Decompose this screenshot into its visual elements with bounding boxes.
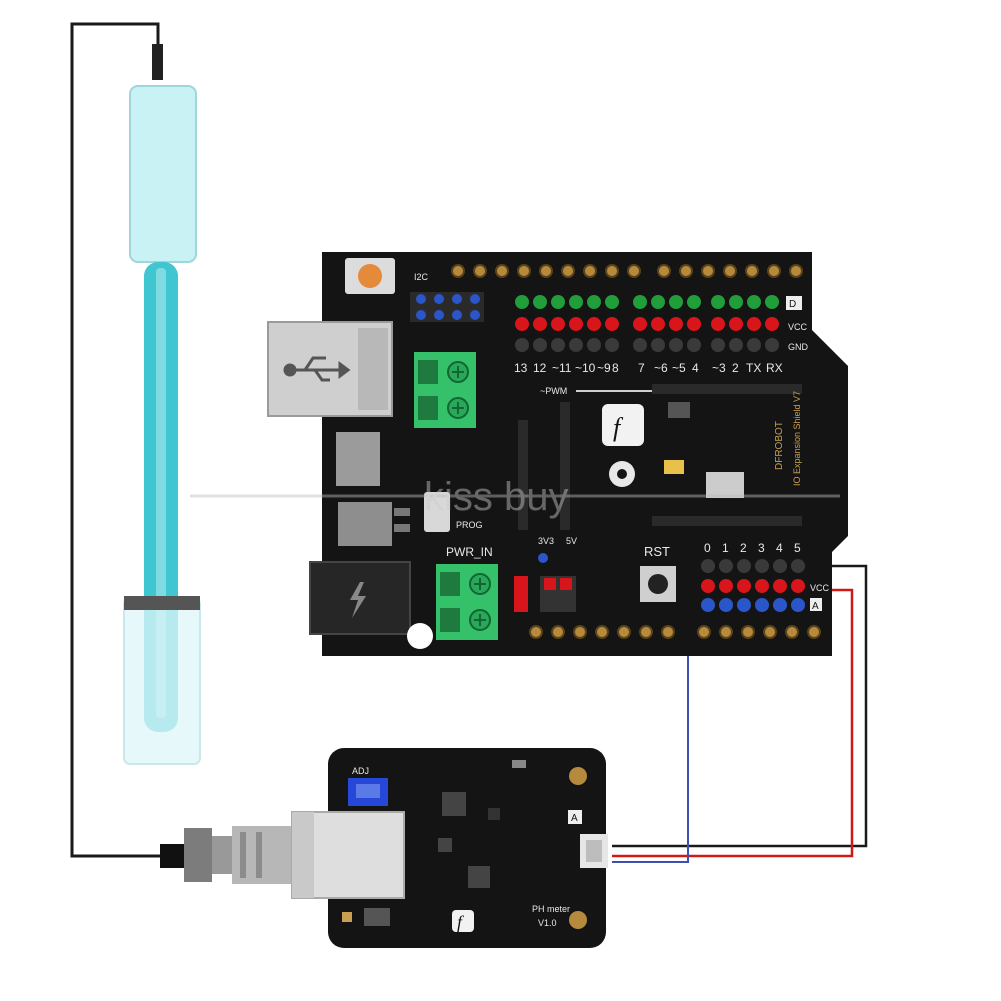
red-power-wire [612,588,854,858]
svg-text:2: 2 [740,541,747,555]
brand-label: DFROBOT [774,421,785,470]
io-expansion-shield: I2C PWR_IN PROG [267,252,848,656]
usb-icon [283,356,351,382]
regulator-2 [338,502,392,546]
analog-header [701,559,805,612]
df-logo [602,404,644,446]
pin-label: TX [746,361,761,375]
digital-vcc-row [515,317,779,331]
lightning-icon [350,582,366,618]
screw-terminal-top [414,352,476,428]
switch [706,472,744,498]
df-logo-small [452,910,474,932]
prog-switch [424,492,450,532]
svg-text:f: f [457,912,465,932]
voltage-regulator [336,432,380,486]
digital-gnd-row [515,338,779,352]
pin-label: RX [766,361,783,375]
pin-label: 8 [612,361,619,375]
pin-label: ~6 [654,361,668,375]
svg-text:f: f [613,413,624,442]
d-label: D [789,299,796,310]
mounting-hole [407,623,433,649]
bnc-connector [160,811,405,899]
i2c-header [410,292,484,322]
probe-cable-tip [152,44,163,80]
analog-a-label: A [812,601,819,612]
usb-port [267,321,393,417]
pin-label: ~9 [597,361,611,375]
v5-label: 5V [566,536,577,546]
board-title: IO Expansion Shield V7 [792,391,802,486]
svg-text:4: 4 [776,541,783,555]
pin-label: 2 [732,361,739,375]
ph-meter-version: V1.0 [538,918,557,928]
rst-label: RST [644,544,670,559]
pin-label: 7 [638,361,645,375]
watermark-text: kiss buy [424,475,569,519]
pwm-label: ~PWM [540,386,567,396]
pin-label: 4 [692,361,699,375]
watermark: kiss buy [190,475,840,519]
analog-pin-labels: 0 1 2 3 4 5 [704,541,801,555]
pin-label: 13 [514,361,528,375]
bottom-pin-row-right [697,625,821,639]
sensor-a-label: A [571,813,578,824]
probe-cable [70,22,160,858]
svg-text:5: 5 [794,541,801,555]
mid-header-right [560,402,570,530]
svg-text:1: 1 [722,541,729,555]
pwr-in-label: PWR_IN [446,545,493,559]
probe-handle [129,85,197,263]
pin-label: ~3 [712,361,726,375]
pin-label: ~11 [552,361,572,375]
top-pin-row-left [451,264,641,278]
probe-cap [123,597,201,765]
pin-label: ~5 [672,361,686,375]
chip [442,792,466,816]
vcc-label: VCC [788,322,808,332]
analog-vcc-label: VCC [810,583,830,593]
mid-header-left [518,420,528,530]
gnd-label: GND [788,342,809,352]
pin-label: ~10 [575,361,596,375]
analog-vcc-row [701,579,805,593]
power-jack [309,561,411,635]
digital-header [515,295,779,352]
top-pin-row-right [657,264,803,278]
bottom-pin-row-left [529,625,675,639]
analog-signal-row [701,598,805,612]
ph-probe [123,44,201,765]
svg-text:0: 0 [704,541,711,555]
screw-terminal-power [436,564,498,640]
v3-label: 3V3 [538,536,554,546]
analog-gnd-top [701,559,805,573]
adj-label: ADJ [352,766,369,776]
chip [468,866,490,888]
ph-meter-name: PH meter [532,904,570,914]
digital-signal-row [515,295,779,309]
black-signal-wire [612,564,868,848]
prog-label: PROG [456,520,483,530]
pin-label: 12 [533,361,547,375]
svg-text:3: 3 [758,541,765,555]
i2c-label: I2C [414,272,429,282]
digital-pin-labels: 13 12 ~11 ~10 ~9 8 7 ~6 ~5 4 ~3 2 TX RX [514,361,783,375]
